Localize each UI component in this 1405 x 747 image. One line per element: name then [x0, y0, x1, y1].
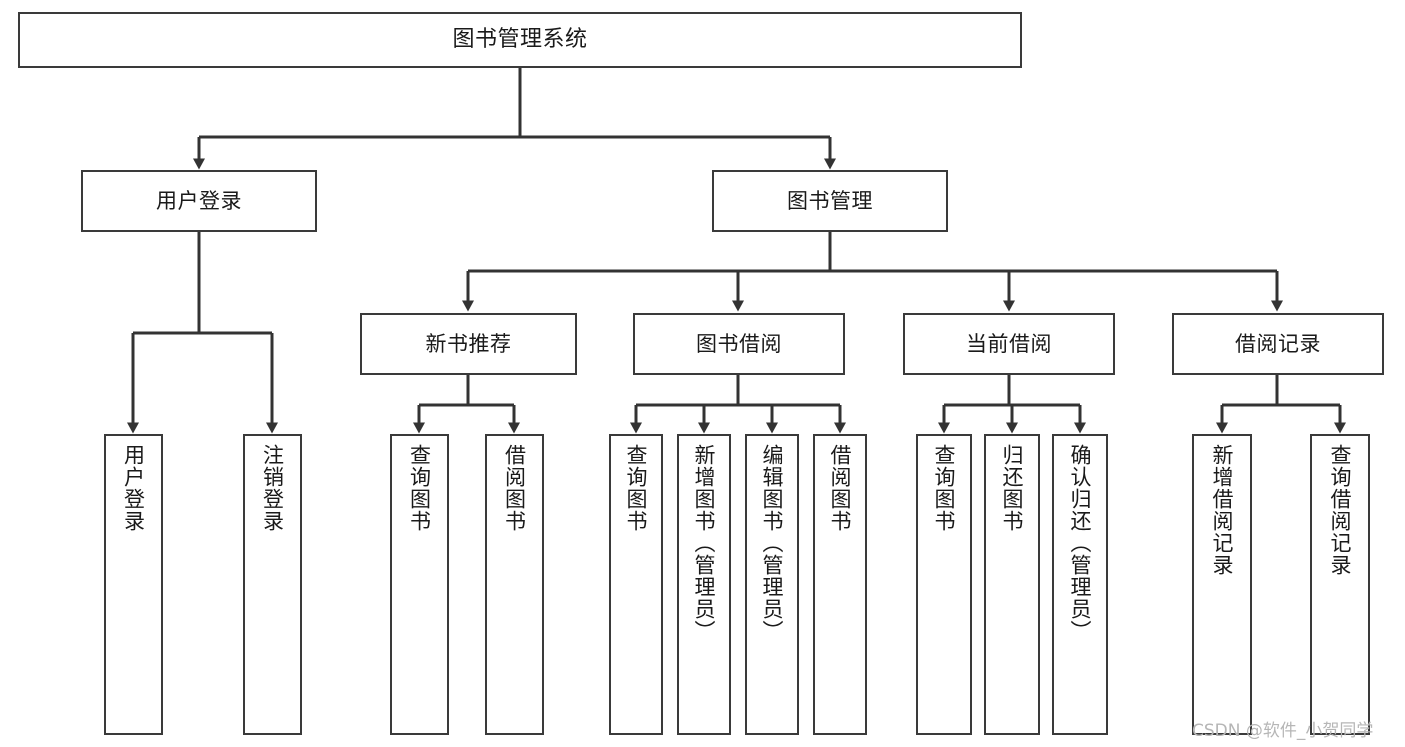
- node-leaf-borrow-book-recommend[interactable]: 借阅图书: [485, 434, 544, 735]
- node-label: 用户登录: [156, 188, 242, 213]
- watermark-text: CSDN @软件_小贺同学: [1192, 721, 1374, 741]
- node-label: 查询借阅记录: [1328, 444, 1353, 576]
- node-label: 新增图书（管理员）: [692, 444, 717, 642]
- node-label: 借阅图书: [502, 444, 527, 532]
- node-label: 借阅记录: [1235, 331, 1321, 356]
- node-new-book-recommend[interactable]: 新书推荐: [360, 313, 577, 375]
- node-label: 查询图书: [624, 444, 649, 532]
- node-label: 图书管理: [787, 188, 873, 213]
- node-label: 图书借阅: [696, 331, 782, 356]
- node-leaf-query-book-borrow[interactable]: 查询图书: [609, 434, 663, 735]
- node-user-login[interactable]: 用户登录: [81, 170, 317, 232]
- node-book-borrow[interactable]: 图书借阅: [633, 313, 845, 375]
- node-leaf-confirm-return-admin[interactable]: 确认归还（管理员）: [1052, 434, 1108, 735]
- node-label: 新书推荐: [425, 331, 512, 356]
- node-leaf-add-borrow-record[interactable]: 新增借阅记录: [1192, 434, 1252, 735]
- node-leaf-borrow-book[interactable]: 借阅图书: [813, 434, 867, 735]
- node-label: 归还图书: [1000, 444, 1025, 532]
- node-leaf-query-book-recommend[interactable]: 查询图书: [390, 434, 449, 735]
- node-borrow-record[interactable]: 借阅记录: [1172, 313, 1384, 375]
- node-leaf-edit-book-admin[interactable]: 编辑图书（管理员）: [745, 434, 799, 735]
- node-label: 查询图书: [932, 444, 957, 532]
- node-root-system[interactable]: 图书管理系统: [18, 12, 1022, 68]
- node-label: 借阅图书: [828, 444, 853, 532]
- node-label: 图书管理系统: [452, 27, 588, 53]
- node-label: 查询图书: [407, 444, 432, 532]
- node-leaf-return-book[interactable]: 归还图书: [984, 434, 1040, 735]
- node-current-borrow[interactable]: 当前借阅: [903, 313, 1115, 375]
- node-label: 确认归还（管理员）: [1068, 444, 1093, 642]
- node-label: 用户登录: [121, 444, 146, 532]
- node-leaf-query-borrow-record[interactable]: 查询借阅记录: [1310, 434, 1370, 735]
- node-leaf-logout[interactable]: 注销登录: [243, 434, 302, 735]
- node-label: 新增借阅记录: [1210, 444, 1235, 576]
- node-leaf-user-login[interactable]: 用户登录: [104, 434, 163, 735]
- node-label: 注销登录: [260, 444, 285, 532]
- node-leaf-add-book-admin[interactable]: 新增图书（管理员）: [677, 434, 731, 735]
- node-label: 当前借阅: [966, 331, 1052, 356]
- node-leaf-query-book-current[interactable]: 查询图书: [916, 434, 972, 735]
- node-label: 编辑图书（管理员）: [760, 444, 785, 642]
- node-book-management[interactable]: 图书管理: [712, 170, 948, 232]
